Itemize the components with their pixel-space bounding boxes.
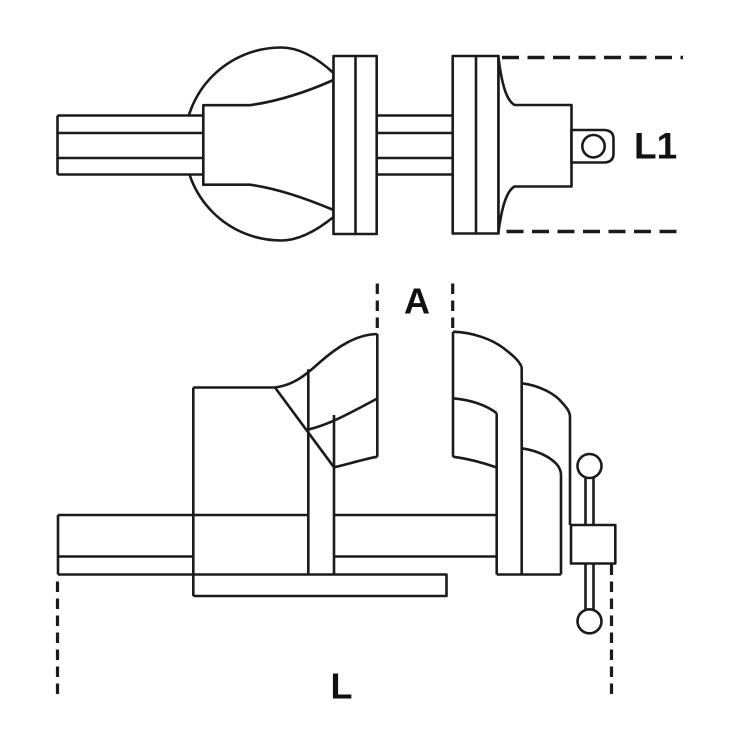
l1-extension-lines bbox=[502, 55, 683, 234]
top-view-rear-body bbox=[497, 56, 573, 233]
a-extension-lines bbox=[375, 283, 455, 333]
dimension-label-a: A bbox=[404, 281, 430, 322]
top-view-tab-hole bbox=[580, 133, 606, 159]
tommy-bar-upper-ball bbox=[576, 452, 603, 480]
dimension-label-l: L bbox=[331, 666, 353, 707]
side-view-fixed-jaw bbox=[451, 330, 572, 576]
side-view-sliding-jaw-block bbox=[192, 386, 336, 596]
tommy-bar-rods bbox=[584, 477, 595, 610]
tommy-bar-lower-ball bbox=[576, 607, 603, 635]
top-view-handle-bar-lines bbox=[56, 114, 204, 176]
l-extension-lines bbox=[55, 564, 614, 699]
dimension-label-l1: L1 bbox=[634, 126, 677, 167]
top-view-gap-bar-lines bbox=[376, 114, 453, 176]
side-view-base-plate bbox=[193, 573, 448, 598]
top-view bbox=[56, 46, 683, 242]
side-view-sliding-jaw-horn bbox=[274, 332, 379, 575]
side-view bbox=[55, 283, 617, 699]
side-view-screw-head-block bbox=[569, 523, 617, 565]
top-view-handle-bar-fill bbox=[57, 115, 204, 175]
side-view-tommy-bar bbox=[576, 452, 603, 635]
side-view-screw-bar bbox=[56, 513, 497, 576]
